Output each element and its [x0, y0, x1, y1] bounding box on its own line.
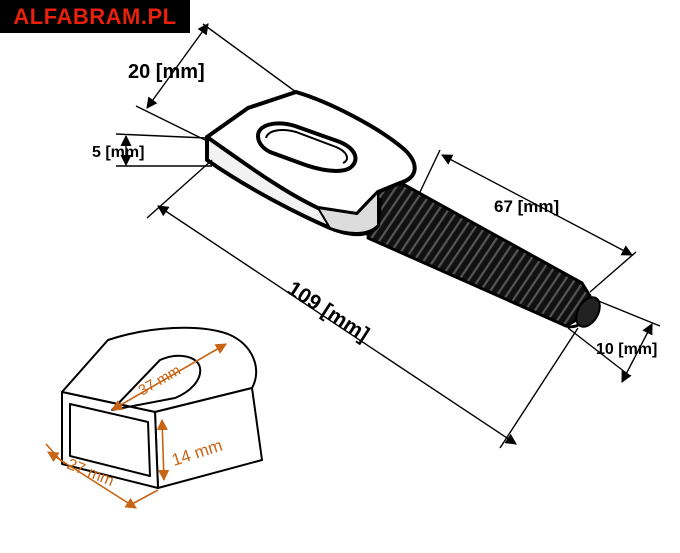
head-thickness-label: 5 [mm] [92, 144, 144, 161]
brand-logo: ALFABRAM.PL [0, 0, 190, 33]
thread-diameter-label: 10 [mm] [596, 341, 657, 358]
thread-length-label: 67 [mm] [494, 197, 559, 216]
total-length-label: 109 [mm] [283, 277, 373, 347]
head-width-label: 20 [mm] [128, 61, 205, 83]
bolt-shank [366, 176, 601, 329]
dimension-lines [115, 23, 661, 449]
eye-detail-dimensions [45, 343, 227, 509]
